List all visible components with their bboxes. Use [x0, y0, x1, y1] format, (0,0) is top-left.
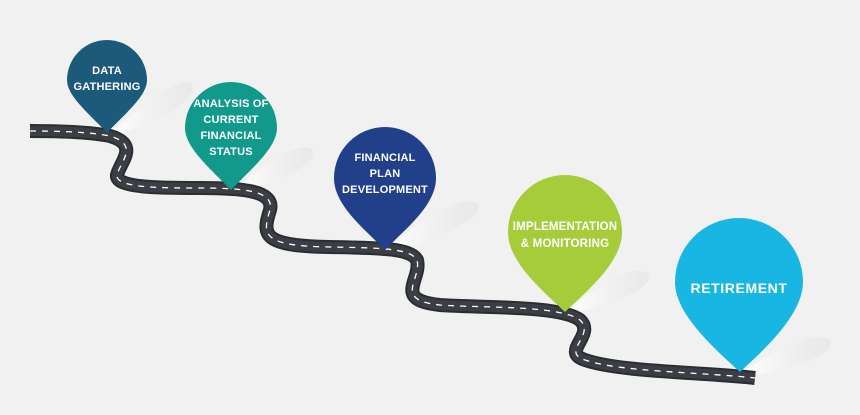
pin-data-gathering: [67, 40, 147, 133]
pin-shadow-5: [742, 337, 831, 376]
pin-shadows: [110, 82, 831, 376]
pin-shadow-2: [238, 147, 313, 190]
pins: [67, 40, 803, 372]
road-lane-marks: [29, 130, 756, 379]
pin-implementation-monitoring: [508, 175, 622, 312]
pin-shadow-3: [390, 201, 479, 250]
winding-road: [29, 124, 756, 385]
pin-analysis-current-financial-status: [185, 82, 277, 190]
pin-financial-plan-development: [334, 127, 436, 250]
pin-shadow-1: [110, 82, 193, 134]
pin-shadow-4: [570, 270, 649, 312]
pin-retirement: [675, 218, 803, 372]
